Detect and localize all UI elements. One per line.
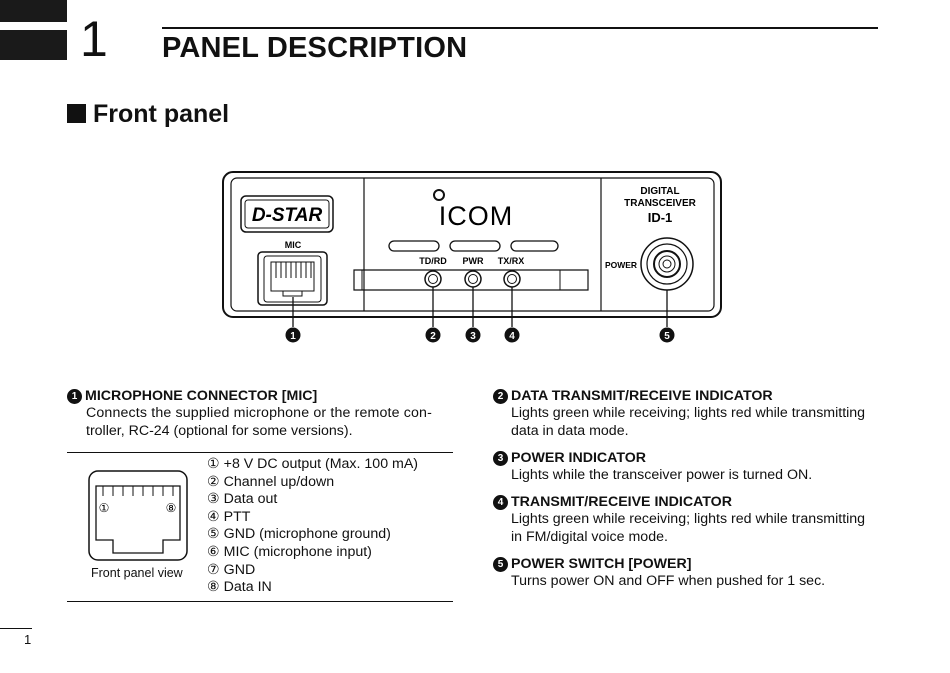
- power-switch[interactable]: [640, 237, 694, 291]
- page-number: 1: [24, 632, 32, 647]
- section-title: Front panel: [67, 100, 229, 129]
- item-power-ind-desc: Lights while the transceiver power is tu…: [511, 467, 813, 483]
- mic-label: MIC: [285, 240, 302, 250]
- item-data-desc-line1: Lights green while receiving; lights red…: [511, 405, 866, 421]
- indicator-window-1: [388, 240, 440, 252]
- callout-2-number: 2: [430, 331, 436, 342]
- model-line-1: DIGITAL: [640, 186, 679, 197]
- pinout-table: [67, 452, 453, 602]
- callout-3-number: 3: [470, 331, 476, 342]
- chapter-number: 1: [80, 11, 108, 67]
- item-power-sw-number: 5: [493, 556, 508, 572]
- pin-item: ⑦ GND: [207, 561, 256, 578]
- indicator-window-2: [449, 240, 501, 252]
- connector-caption: Front panel view: [91, 566, 183, 580]
- item-txrx-desc: Lights green while receiving; lights red…: [493, 510, 883, 546]
- callout-5-number: 5: [664, 331, 670, 342]
- section-title-text: Front panel: [93, 100, 230, 128]
- callout-3-marker: [465, 327, 481, 343]
- power-label: POWER: [605, 260, 637, 270]
- page-title: PANEL DESCRIPTION: [162, 32, 468, 64]
- pin-8-label: ⑧: [166, 501, 177, 515]
- item-data-desc: Lights green while receiving; lights red…: [493, 404, 883, 440]
- item-txrx-title-text: TRANSMIT/RECEIVE INDICATOR: [511, 494, 732, 510]
- item-mic-desc-line1: Connects the supplied microphone or the …: [86, 405, 432, 421]
- callout-2-marker: [425, 327, 441, 343]
- model-line-2: TRANSCEIVER: [624, 198, 696, 209]
- square-bullet-icon: [67, 104, 86, 123]
- icom-logo: ICOM: [439, 201, 514, 231]
- item-txrx-desc-line1: Lights green while receiving; lights red…: [511, 511, 866, 527]
- item-data-number: 2: [493, 388, 508, 404]
- title-rule: [162, 27, 878, 29]
- item-mic-number: 1: [67, 388, 82, 404]
- item-power-ind-number: 3: [493, 450, 508, 466]
- pin-item: ③ Data out: [207, 491, 278, 508]
- callout-5-marker: [659, 327, 675, 343]
- callout-1-number: 1: [290, 331, 296, 342]
- item-txrx-desc-line2: in FM/digital voice mode.: [511, 529, 668, 545]
- footer-rule: [0, 628, 32, 629]
- item-power-sw-title-text: POWER SWITCH [POWER]: [511, 556, 692, 572]
- pin-item: ⑤ GND (microphone ground): [207, 526, 391, 543]
- item-data-desc-line2: data in data mode.: [511, 423, 629, 439]
- connector-front-view: ① ⑧: [88, 470, 188, 561]
- item-power-ind-title-text: POWER INDICATOR: [511, 450, 647, 466]
- callout-markers: 1 2 3 4 5: [285, 327, 675, 343]
- item-txrx-number: 4: [493, 494, 508, 510]
- panel-outer-case: [222, 171, 722, 318]
- pinout-list: ① +8 V DC output (Max. 100 mA) ② Channel…: [207, 456, 418, 597]
- indicator-window-3: [510, 240, 559, 252]
- callout-1-marker: [285, 327, 301, 343]
- tx-rx-label: TX/RX: [498, 256, 525, 266]
- pwr-label: PWR: [463, 256, 484, 266]
- callout-4-marker: [504, 327, 520, 343]
- dstar-badge: [240, 195, 334, 233]
- chapter-tab-top: [0, 0, 67, 22]
- pin-item: ⑧ Data IN: [207, 579, 272, 596]
- td-rd-label: TD/RD: [419, 256, 447, 266]
- pwr-led: [464, 270, 482, 288]
- item-mic-desc-line2: troller, RC-24 (optional for some versio…: [86, 423, 353, 439]
- item-data-title-text: DATA TRANSMIT/RECEIVE INDICATOR: [511, 388, 773, 404]
- indicator-bar: [353, 269, 589, 291]
- dstar-logo: D-STAR: [252, 205, 323, 226]
- icom-logo-dot: [433, 189, 445, 201]
- item-mic-title-text: MICROPHONE CONNECTOR [MIC]: [85, 388, 318, 404]
- callout-4-number: 4: [509, 331, 515, 342]
- pin-item: ① +8 V DC output (Max. 100 mA): [207, 456, 419, 472]
- item-power-sw-desc: Turns power ON and OFF when pushed for 1…: [511, 573, 826, 589]
- pin-1-label: ①: [99, 501, 110, 515]
- tx-rx-led: [503, 270, 521, 288]
- pin-item: ⑥ MIC (microphone input): [207, 543, 372, 560]
- pin-item: ④ PTT: [207, 508, 251, 525]
- model-name: ID-1: [648, 210, 673, 225]
- chapter-tab-bottom: [0, 30, 67, 60]
- pin-item: ② Channel up/down: [207, 473, 335, 490]
- item-mic-desc: Connects the supplied microphone or the …: [67, 404, 453, 440]
- td-rd-led: [424, 270, 442, 288]
